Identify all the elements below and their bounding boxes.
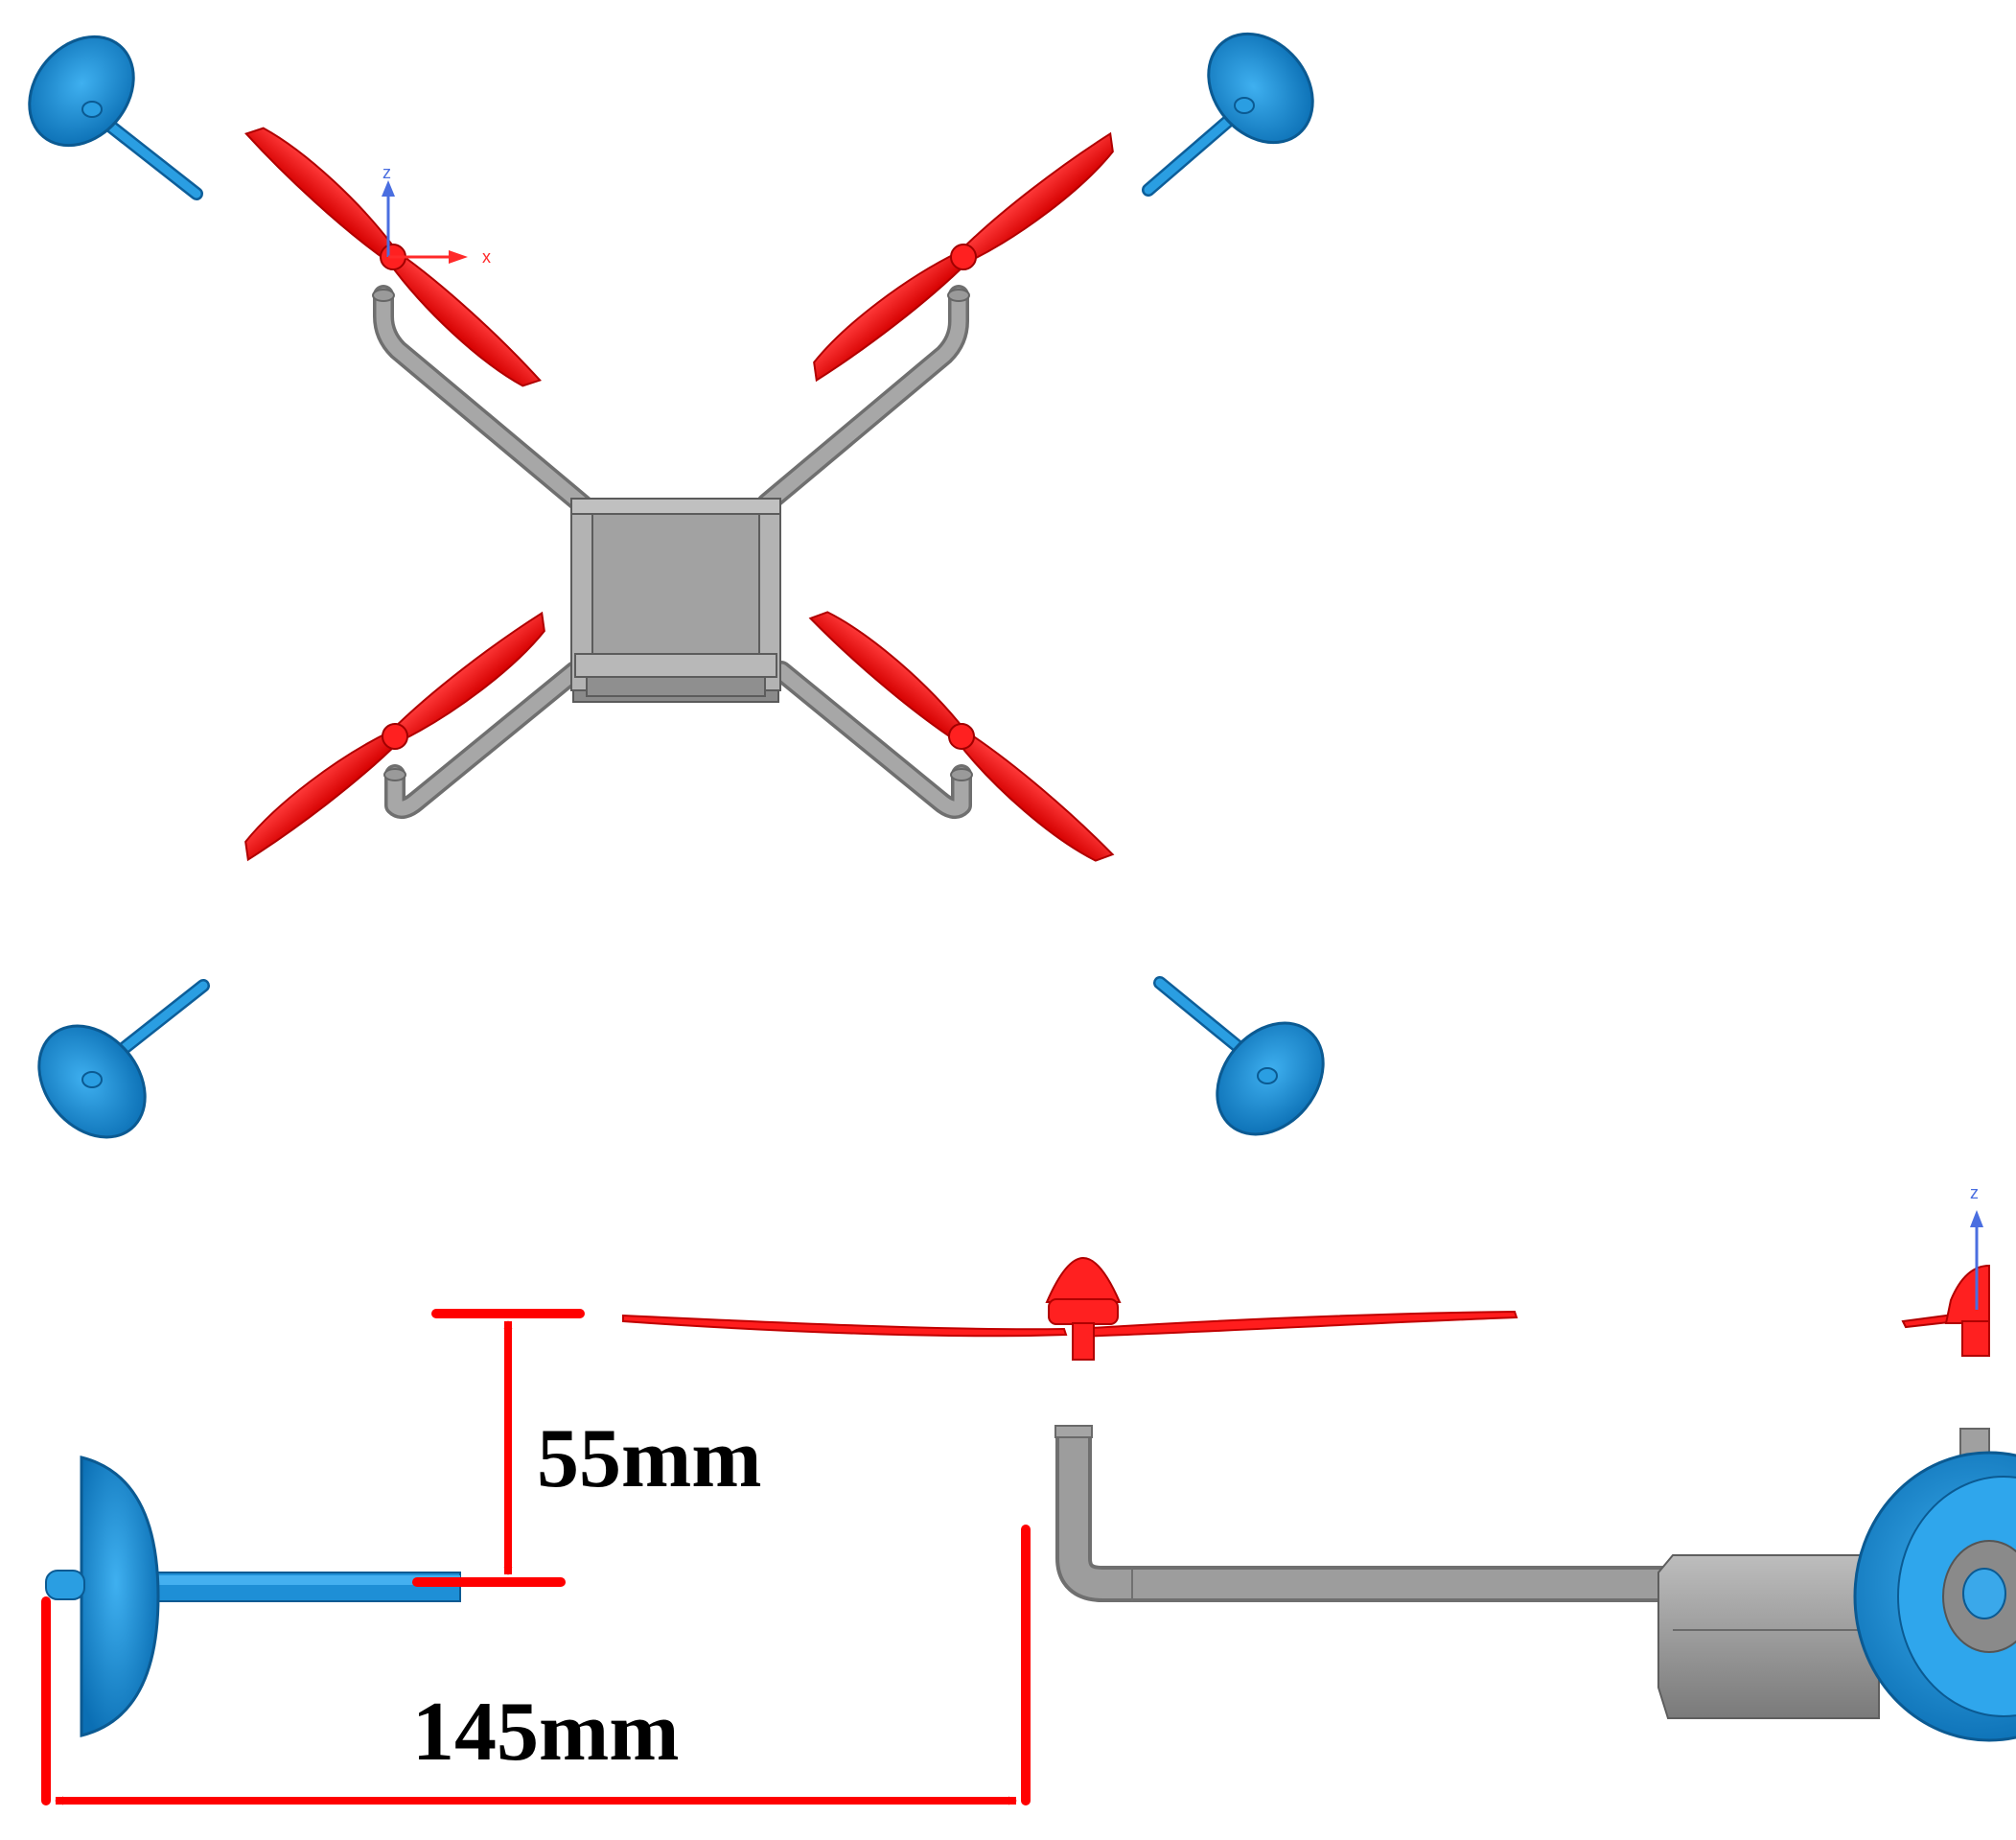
axis-z-label-top: z <box>382 163 391 182</box>
top-view: z x <box>28 32 1325 1139</box>
dimension-vertical <box>412 1309 585 1587</box>
propeller-top-right <box>813 131 1114 383</box>
dish-top-left <box>28 35 203 200</box>
dish-bottom-left <box>37 979 210 1139</box>
axis-x-label-top: x <box>482 247 491 267</box>
central-body <box>570 498 781 703</box>
axis-triad-top: z x <box>382 163 491 267</box>
arm-side <box>1055 1429 1687 1602</box>
dimension-label-horizontal: 145mm <box>412 1686 680 1779</box>
axis-z-label-side: z <box>1970 1183 1979 1202</box>
dish-bottom-right <box>1153 976 1325 1136</box>
dish-top-right <box>1142 32 1314 197</box>
propeller-bottom-right <box>808 611 1115 862</box>
dish-side-left <box>45 1456 461 1737</box>
dish-side-right <box>1853 1451 2016 1742</box>
dimension-label-vertical: 55mm <box>537 1412 762 1505</box>
frame-arms <box>373 285 972 819</box>
propeller-bottom-left <box>244 611 545 862</box>
arm-caps <box>372 289 973 781</box>
propeller-side-right <box>1901 1264 1990 1357</box>
axis-triad-side: z <box>1970 1183 1983 1310</box>
propeller-side <box>622 1256 1518 1361</box>
dimension-horizontal <box>41 1525 1031 1805</box>
side-view: z 55mm 145mm <box>41 1183 2016 1805</box>
